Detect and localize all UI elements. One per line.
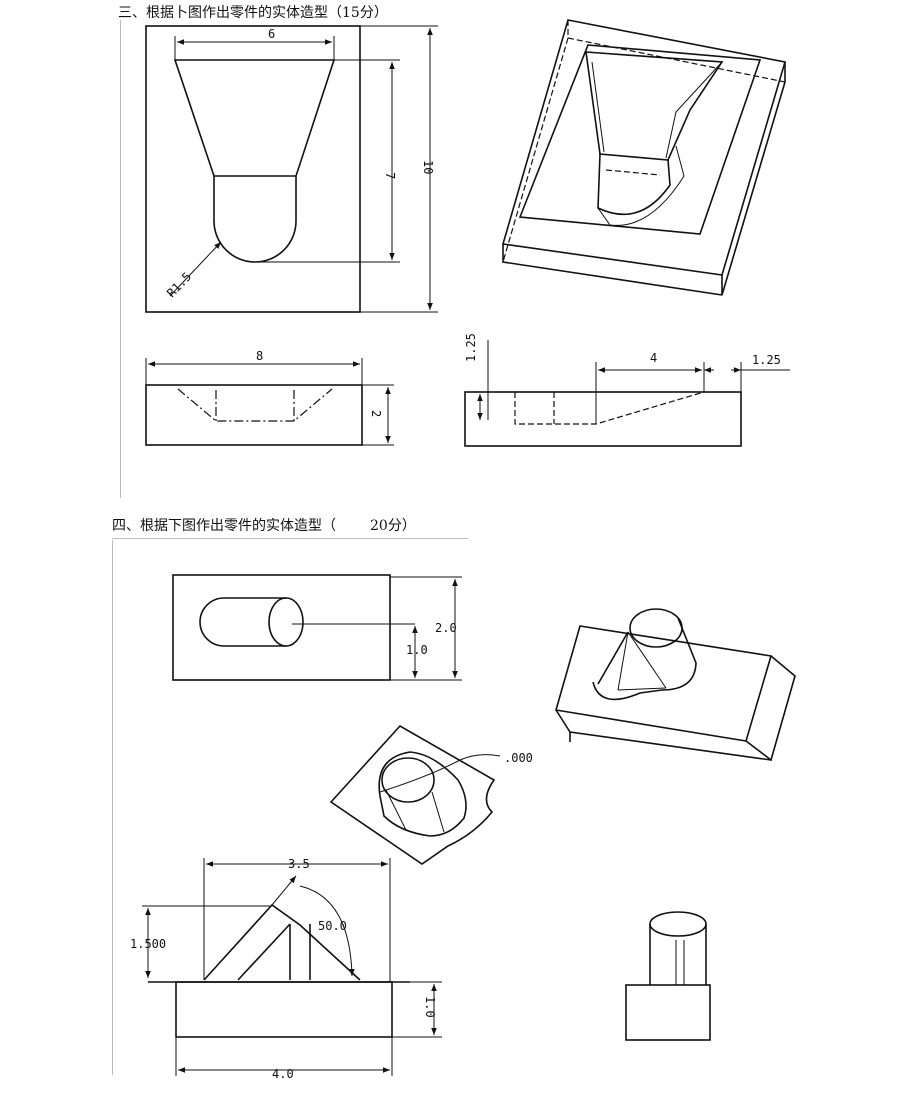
dim-side-right: 1.25 xyxy=(752,353,781,367)
left-margin-rule xyxy=(120,20,121,498)
dim-overall-height: 10 xyxy=(421,160,435,174)
sec4-side-view xyxy=(625,911,711,1041)
section-4-title-prefix: 四、根据下图作出零件的实体造型（ xyxy=(112,518,336,534)
section-4-title-score: 20分） xyxy=(370,518,416,534)
dim-radius: R1.5 xyxy=(164,270,194,301)
dim-left-height: 1.500 xyxy=(130,937,166,951)
sec3-top-view xyxy=(145,25,438,313)
sec4-isometric-block xyxy=(554,608,796,762)
dim-height-half: 1.0 xyxy=(406,643,428,657)
sec3-front-view xyxy=(145,358,394,446)
left-margin-rule-lower xyxy=(112,540,113,1075)
dim-base-width: 4.0 xyxy=(272,1067,294,1081)
dim-top-width-4: 3.5 xyxy=(288,857,310,871)
dim-top-width: 6 xyxy=(268,27,275,41)
dim-callout: .000 xyxy=(504,751,533,765)
dim-depth: 7 xyxy=(383,172,397,179)
section-4-underline xyxy=(112,538,468,539)
section-3-title: 三、根据卜图作出零件的实体造型（15分） xyxy=(118,5,388,21)
sec4-top-view xyxy=(172,574,462,681)
section-4-title: 四、根据下图作出零件的实体造型（ 20分） xyxy=(112,515,416,535)
sec4-front-view xyxy=(142,858,442,1076)
dim-front-height: 2 xyxy=(369,410,383,417)
dim-angle: 50.0 xyxy=(318,919,347,933)
dim-side-top: 1.25 xyxy=(464,333,478,362)
sec3-side-view xyxy=(464,340,790,447)
dim-front-width: 8 xyxy=(256,349,263,363)
dim-base-height: 1.0 xyxy=(423,996,437,1018)
sec4-detail-view xyxy=(329,724,501,865)
dim-height-total: 2.0 xyxy=(435,621,457,635)
dim-side-length: 4 xyxy=(650,351,657,365)
sec3-isometric-view xyxy=(501,19,787,296)
